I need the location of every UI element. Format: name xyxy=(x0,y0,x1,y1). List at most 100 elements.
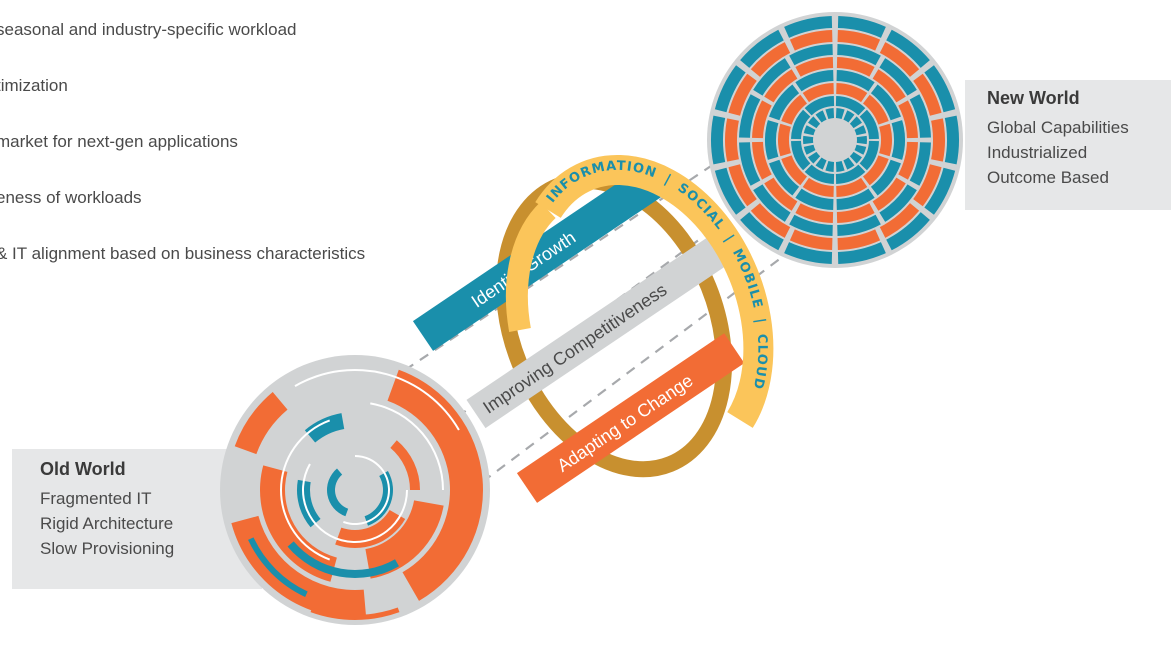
ring-segment xyxy=(795,70,834,92)
ring-segment xyxy=(837,16,886,38)
new-world-line: Global Capabilities xyxy=(987,118,1129,137)
band-identify-growth xyxy=(412,164,666,351)
ring-segment xyxy=(837,44,881,66)
ring-segment xyxy=(835,108,845,120)
ring-segment xyxy=(886,29,930,68)
band-improving-competitiveness xyxy=(466,232,735,429)
ring-segment xyxy=(872,69,906,103)
ring-segment xyxy=(837,242,886,264)
ring-segment xyxy=(740,29,784,68)
ring-segment xyxy=(836,188,875,210)
ring-segment xyxy=(728,164,757,207)
ring-segment xyxy=(909,142,931,186)
ring-segment xyxy=(944,115,959,165)
ring-segment xyxy=(879,203,920,238)
ring-segment xyxy=(791,109,811,140)
ring-segment xyxy=(825,108,835,120)
ring-segment xyxy=(802,177,834,197)
ring-segment xyxy=(752,100,772,139)
ring-segment xyxy=(879,184,917,222)
old-world-line: Rigid Architecture xyxy=(40,514,174,533)
ring-segment xyxy=(835,96,866,116)
fragment-arc xyxy=(327,468,349,517)
ring-segment xyxy=(728,73,757,116)
bullet-item: seasonal and industry-specific workload xyxy=(0,20,297,39)
ring-segment xyxy=(872,177,906,211)
new-world-circle xyxy=(707,12,963,268)
fragment-arc xyxy=(335,510,406,548)
ring-segment xyxy=(795,203,834,223)
ring-segment xyxy=(837,30,881,51)
ring-segment xyxy=(825,160,835,172)
fragment-arc xyxy=(287,541,399,578)
old-world-panel: Old World Fragmented IT Rigid Architectu… xyxy=(12,449,262,589)
old-world-line: Slow Provisioning xyxy=(40,539,175,558)
ring-segment xyxy=(791,140,811,171)
ring-segment xyxy=(863,94,889,125)
ring-segment xyxy=(764,177,798,211)
ring-segment xyxy=(854,144,867,155)
ring-segment xyxy=(784,16,833,38)
ring-segment xyxy=(753,58,791,96)
ring-segment xyxy=(750,42,791,77)
ring-segment xyxy=(752,141,772,180)
ring-segment xyxy=(924,65,956,113)
ring-segment xyxy=(913,164,942,207)
ring-segment xyxy=(870,159,901,196)
ring-separator: | xyxy=(662,172,674,188)
new-world-panel: New World Global Capabilities Industrial… xyxy=(965,80,1171,210)
fragment-arc xyxy=(365,500,444,579)
ring-segment xyxy=(886,212,930,251)
ring-segment xyxy=(781,155,807,186)
ring-separator: | xyxy=(752,317,768,325)
new-world-disc xyxy=(707,12,963,268)
ring-segment xyxy=(815,157,827,170)
ring-segment xyxy=(843,157,855,170)
bullet-item: market for next-gen applications xyxy=(0,132,238,151)
ring-segment xyxy=(795,57,834,77)
ring-segment xyxy=(804,96,835,116)
ring-segment xyxy=(803,125,816,136)
ring-segment xyxy=(859,140,879,171)
bullet-item: eness of workloads xyxy=(0,188,142,207)
ring-segment xyxy=(854,125,867,136)
ring-segment xyxy=(879,58,917,96)
ring-segment xyxy=(781,94,807,125)
ring-segment xyxy=(931,118,945,162)
ring-segment xyxy=(714,167,746,215)
ring-segment xyxy=(898,100,918,139)
ring-segment xyxy=(835,160,845,172)
ring-segment xyxy=(714,65,746,113)
fragment-arc xyxy=(310,607,400,620)
bullet-item: & IT alignment based on business charact… xyxy=(0,244,366,263)
ring-segment xyxy=(711,115,726,165)
ring-segment xyxy=(870,84,901,121)
ring-segment xyxy=(849,116,862,129)
old-world-line: Fragmented IT xyxy=(40,489,152,508)
ring-segment xyxy=(891,120,905,160)
ring-segment xyxy=(739,94,761,138)
ring-segment xyxy=(804,164,835,184)
ring-segment xyxy=(836,203,875,223)
fragment-arc xyxy=(231,515,367,618)
ring-segment xyxy=(808,151,821,164)
band-adapting-to-change xyxy=(516,333,745,503)
ring-segment xyxy=(803,144,816,155)
new-world-line: Industrialized xyxy=(987,143,1088,162)
ring-segment xyxy=(835,164,866,184)
ring-segment xyxy=(778,123,791,157)
ring-segment xyxy=(739,142,761,186)
ring-segment xyxy=(753,184,791,222)
ring-segment xyxy=(802,83,834,103)
ring-segment xyxy=(789,44,833,66)
ring-segment xyxy=(803,135,814,145)
ring-segment xyxy=(795,188,834,210)
fragment-arc xyxy=(248,537,308,597)
bullet-item: timization xyxy=(0,76,68,95)
ring-segment xyxy=(740,212,784,251)
ring-segment xyxy=(765,120,779,160)
ring-segment xyxy=(789,30,833,51)
ring-segment xyxy=(913,73,942,116)
fragment-line xyxy=(370,402,444,490)
ring-segment xyxy=(784,242,833,264)
